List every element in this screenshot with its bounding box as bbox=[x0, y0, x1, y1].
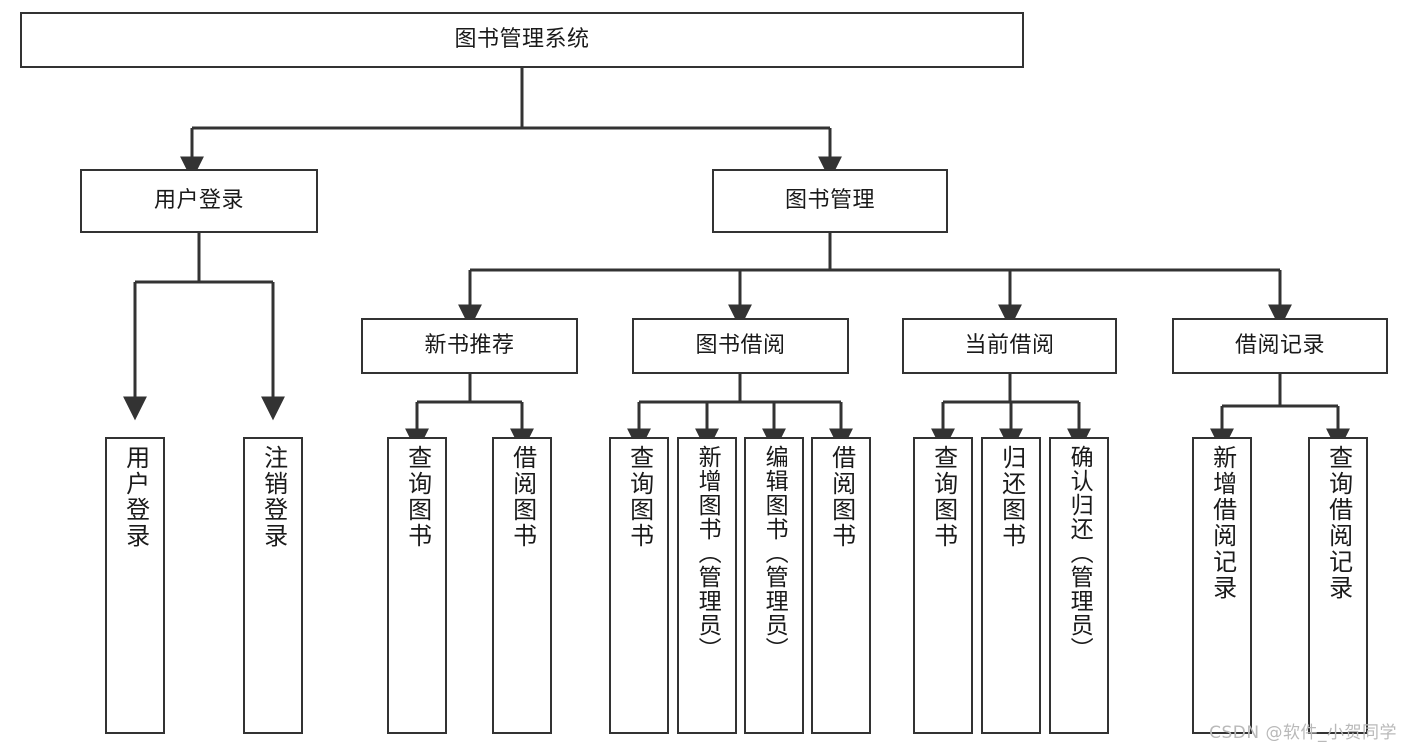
node-leaf-query-book-1[interactable]: 查询图书 bbox=[387, 437, 447, 734]
node-current-borrow-label: 当前借阅 bbox=[964, 333, 1055, 359]
node-leaf-query-book-1-label: 查询图书 bbox=[403, 445, 432, 549]
node-root[interactable]: 图书管理系统 bbox=[20, 12, 1024, 68]
node-leaf-edit-book[interactable]: 编辑图书（管理员） bbox=[744, 437, 804, 734]
node-leaf-edit-book-label: 编辑图书（管理员） bbox=[761, 445, 788, 661]
node-leaf-confirm-return-label: 确认归还（管理员） bbox=[1066, 445, 1093, 661]
node-book-manage-label: 图书管理 bbox=[784, 188, 875, 214]
node-root-label: 图书管理系统 bbox=[454, 27, 590, 53]
node-leaf-return-book[interactable]: 归还图书 bbox=[981, 437, 1041, 734]
node-leaf-logout-label: 注销登录 bbox=[259, 445, 288, 549]
node-leaf-logout[interactable]: 注销登录 bbox=[243, 437, 303, 734]
node-new-book-rec[interactable]: 新书推荐 bbox=[361, 318, 578, 374]
node-leaf-add-book-label: 新增图书（管理员） bbox=[694, 445, 721, 661]
csdn-watermark: CSDN @软件_小贺同学 bbox=[1209, 723, 1397, 743]
node-leaf-borrow-book-1[interactable]: 借阅图书 bbox=[492, 437, 552, 734]
node-leaf-query-book-2[interactable]: 查询图书 bbox=[609, 437, 669, 734]
node-leaf-return-book-label: 归还图书 bbox=[997, 445, 1026, 549]
node-leaf-add-record[interactable]: 新增借阅记录 bbox=[1192, 437, 1252, 734]
node-leaf-user-login-label: 用户登录 bbox=[121, 445, 150, 549]
node-leaf-user-login[interactable]: 用户登录 bbox=[105, 437, 165, 734]
node-borrow-record-label: 借阅记录 bbox=[1234, 333, 1325, 359]
node-leaf-query-book-2-label: 查询图书 bbox=[625, 445, 654, 549]
node-user-login-label: 用户登录 bbox=[153, 188, 244, 214]
node-leaf-query-record[interactable]: 查询借阅记录 bbox=[1308, 437, 1368, 734]
node-user-login[interactable]: 用户登录 bbox=[80, 169, 318, 233]
node-leaf-borrow-book-2[interactable]: 借阅图书 bbox=[811, 437, 871, 734]
node-leaf-query-book-3-label: 查询图书 bbox=[929, 445, 958, 549]
node-book-borrow-label: 图书借阅 bbox=[695, 333, 786, 359]
node-leaf-query-record-label: 查询借阅记录 bbox=[1324, 445, 1353, 601]
node-current-borrow[interactable]: 当前借阅 bbox=[902, 318, 1117, 374]
node-book-manage[interactable]: 图书管理 bbox=[712, 169, 948, 233]
node-leaf-borrow-book-1-label: 借阅图书 bbox=[508, 445, 537, 549]
node-borrow-record[interactable]: 借阅记录 bbox=[1172, 318, 1388, 374]
node-new-book-rec-label: 新书推荐 bbox=[424, 333, 515, 359]
node-leaf-add-book[interactable]: 新增图书（管理员） bbox=[677, 437, 737, 734]
node-leaf-borrow-book-2-label: 借阅图书 bbox=[827, 445, 856, 549]
node-book-borrow[interactable]: 图书借阅 bbox=[632, 318, 849, 374]
node-leaf-query-book-3[interactable]: 查询图书 bbox=[913, 437, 973, 734]
node-leaf-add-record-label: 新增借阅记录 bbox=[1208, 445, 1237, 601]
node-leaf-confirm-return[interactable]: 确认归还（管理员） bbox=[1049, 437, 1109, 734]
